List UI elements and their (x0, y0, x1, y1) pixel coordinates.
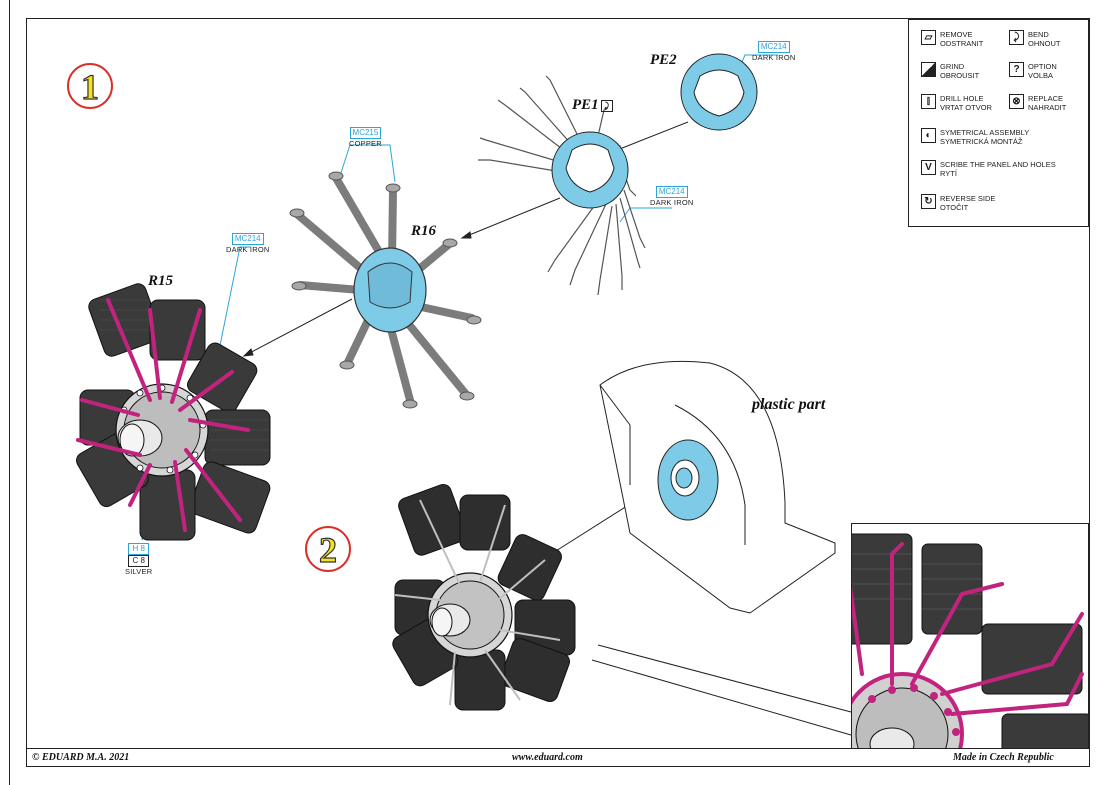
paint-name: DARK IRON (650, 198, 694, 207)
legend-remove: ▱ REMOVE ODSTRANIT (921, 30, 983, 48)
legend-scribe: V SCRIBE THE PANEL AND HOLES RYTÍ (921, 160, 1056, 178)
r15-label: R15 (148, 273, 174, 289)
paint-code: MC214 (231, 233, 264, 245)
bend-icon: ⤸ (600, 99, 613, 112)
paint-code: MC215 (349, 127, 382, 139)
bend-icon: ⤸ (1009, 30, 1024, 45)
pe1-label: PE1 (572, 97, 599, 113)
remove-icon: ▱ (921, 30, 936, 45)
step2-engine (392, 483, 576, 711)
r16-arrow (243, 298, 353, 357)
footer-copyright: © EDUARD M.A. 2021 (32, 752, 130, 763)
scribe-icon: V (921, 160, 936, 175)
detail-inset-drawing (852, 524, 1088, 748)
r15-engine (76, 283, 271, 541)
step-2-marker: 2 (305, 526, 351, 572)
paint-callout-silver: H 8 C 8 SILVER (125, 543, 152, 576)
legend-reverse: ↻ REVERSE SIDE OTOČIT (921, 194, 995, 212)
question-icon: ? (1009, 62, 1024, 77)
paint-name: COPPER (349, 139, 382, 148)
paint-callout-pe2: MC214 DARK IRON (752, 41, 795, 62)
detail-inset (851, 523, 1089, 749)
legend-scribe-text: SCRIBE THE PANEL AND HOLES RYTÍ (940, 160, 1056, 178)
legend-grind: GRIND OBROUSIT (921, 62, 979, 80)
legend-reverse-text: REVERSE SIDE OTOČIT (940, 194, 996, 212)
inset-leader-1 (597, 644, 852, 713)
step-1-marker: 1 (67, 63, 113, 109)
legend-grind-text: GRIND OBROUSIT (940, 62, 980, 80)
pe2-label: PE2 (650, 52, 677, 68)
paint-code: MC214 (655, 186, 688, 198)
symmetrical-icon: ◐ (921, 128, 936, 143)
legend-symmetrical-text: SYMETRICAL ASSEMBLY SYMETRICKÁ MONTÁŽ (940, 128, 1030, 146)
grind-icon (921, 62, 936, 77)
legend-remove-text: REMOVE ODSTRANIT (940, 30, 984, 48)
r16-part (289, 171, 482, 409)
pe1-arrow (461, 197, 561, 239)
footer-website: www.eduard.com (512, 752, 583, 763)
r16-label: R16 (411, 223, 437, 239)
reverse-side-icon: ↻ (921, 194, 936, 209)
pe1-ring-with-wires (478, 75, 646, 296)
paint-name: DARK IRON (752, 53, 796, 62)
plastic-part-label: plastic part (752, 396, 826, 413)
drill-icon: ⫿ (921, 94, 936, 109)
footer-divider (27, 748, 1089, 749)
pe1-label-group: PE1 ⤸ (572, 97, 613, 114)
sheet-frame (26, 18, 1090, 767)
step-2-number: 2 (318, 530, 337, 570)
paint-name: SILVER (125, 567, 153, 576)
paint-code: MC214 (757, 41, 790, 53)
symbol-legend: ▱ REMOVE ODSTRANIT ⤸ BEND OHNOUT GRIND O… (908, 19, 1089, 227)
legend-drill: ⫿ DRILL HOLE VRTAT OTVOR (921, 94, 992, 112)
legend-replace-text: REPLACE NAHRADIT (1028, 94, 1067, 112)
paint-callout-r15: MC214 DARK IRON (226, 233, 269, 254)
footer-made-in: Made in Czech Republic (953, 752, 1054, 763)
plastic-part (599, 360, 836, 614)
inset-leader-2 (591, 659, 852, 736)
legend-bend-text: BEND OHNOUT (1028, 30, 1061, 48)
pe2-ring (680, 53, 758, 131)
step-1-number: 1 (80, 67, 99, 107)
page-edge-line (9, 0, 10, 785)
legend-replace: ⊗ REPLACE NAHRADIT (1009, 94, 1066, 112)
legend-symmetrical: ◐ SYMETRICAL ASSEMBLY SYMETRICKÁ MONTÁŽ (921, 128, 1029, 146)
replace-icon: ⊗ (1009, 94, 1024, 109)
paint-code-c: C 8 (128, 555, 149, 567)
paint-code-h: H 8 (128, 543, 149, 555)
paint-callout-pe1: MC214 DARK IRON (650, 186, 693, 207)
legend-option: ? OPTION VOLBA (1009, 62, 1057, 80)
paint-name: DARK IRON (226, 245, 270, 254)
pe2-arrow (611, 121, 689, 153)
legend-option-text: OPTION VOLBA (1028, 62, 1057, 80)
paint-callout-r16: MC215 COPPER (349, 127, 382, 148)
legend-bend: ⤸ BEND OHNOUT (1009, 30, 1061, 48)
legend-drill-text: DRILL HOLE VRTAT OTVOR (940, 94, 992, 112)
